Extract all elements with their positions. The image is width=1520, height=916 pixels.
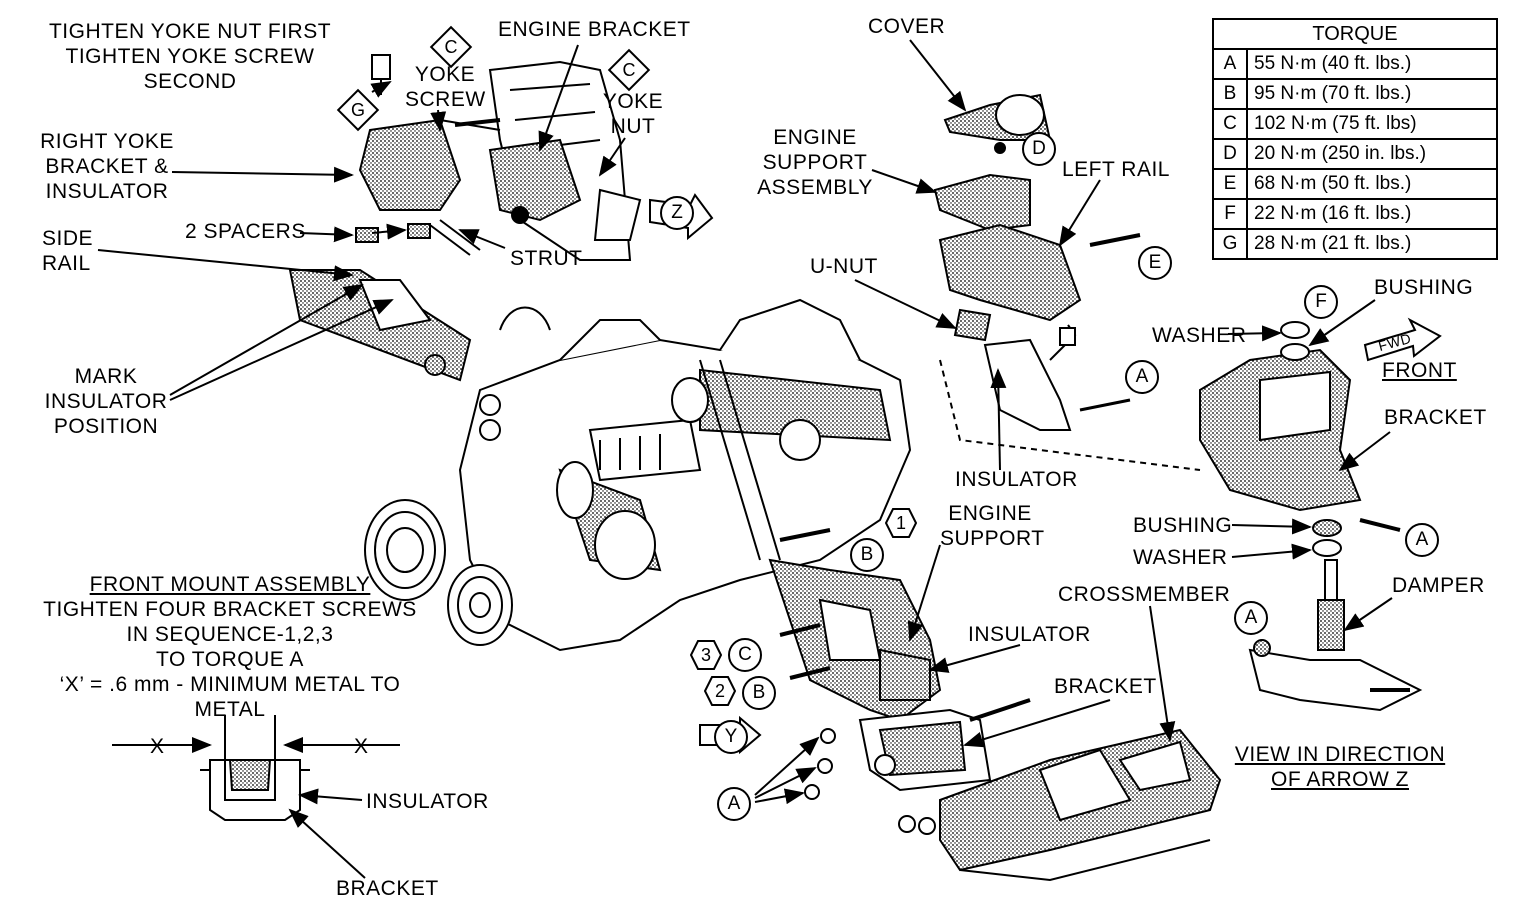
label-strut: STRUT xyxy=(510,247,583,270)
label-yoke-screw-1: YOKE xyxy=(414,63,476,86)
side-rail xyxy=(288,269,472,382)
torque-value: 55 N·m (40 ft. lbs.) xyxy=(1246,48,1498,80)
label-yoke-nut-1: YOKE xyxy=(602,90,664,113)
sequence-marker-3: 3 xyxy=(690,640,722,670)
label-side-rail-1: SIDE xyxy=(42,227,94,250)
torque-table-header: TORQUE xyxy=(1212,18,1498,50)
marker-a-crossmember: A xyxy=(717,787,751,821)
label-washer-top: WASHER xyxy=(1152,324,1247,347)
label-tighten-yoke-2: TIGHTEN YOKE SCREW xyxy=(65,45,315,68)
sequence-marker-2: 2 xyxy=(704,676,736,706)
marker-y: Y xyxy=(714,720,748,754)
label-side-rail-2: RAIL xyxy=(42,252,91,275)
marker-a-left-rail: A xyxy=(1125,360,1159,394)
label-front-mount-body-1: TIGHTEN FOUR BRACKET SCREWS xyxy=(43,598,417,621)
right-bushing-assembly xyxy=(1199,317,1442,712)
label-tighten-yoke-3: SECOND xyxy=(143,70,237,93)
label-left-rail: LEFT RAIL xyxy=(1062,158,1170,181)
label-right-yoke-3: INSULATOR xyxy=(45,180,169,203)
torque-key: C xyxy=(1212,108,1248,140)
label-mark-insulator-3: POSITION xyxy=(53,415,159,438)
label-bushing-top: BUSHING xyxy=(1374,276,1474,299)
marker-z: Z xyxy=(660,196,694,230)
marker-d: D xyxy=(1022,132,1056,166)
label-spacers: 2 SPACERS xyxy=(185,220,306,243)
pulleys xyxy=(364,499,513,646)
label-crossmember: CROSSMEMBER xyxy=(1058,583,1231,606)
torque-key: D xyxy=(1212,138,1248,170)
torque-key: G xyxy=(1212,228,1248,260)
leader-lines xyxy=(97,39,1393,879)
label-u-nut: U-NUT xyxy=(810,255,878,278)
label-yoke-screw-2: SCREW xyxy=(405,88,486,111)
label-bracket-right: BRACKET xyxy=(1384,406,1487,429)
label-front: FRONT xyxy=(1382,359,1457,382)
label-mark-insulator-1: MARK xyxy=(74,365,138,388)
label-bushing-bottom: BUSHING xyxy=(1133,514,1233,537)
torque-key: B xyxy=(1212,78,1248,110)
label-right-yoke-2: BRACKET & xyxy=(45,155,169,178)
label-x-right: X xyxy=(354,735,369,758)
label-engine-support-1: ENGINE xyxy=(948,502,1032,525)
left-rail-assembly xyxy=(933,93,1201,471)
label-engine-support-assembly-3: ASSEMBLY xyxy=(757,176,873,199)
label-washer-bottom: WASHER xyxy=(1133,546,1228,569)
label-insulator-detail: INSULATOR xyxy=(366,790,489,813)
marker-b-upper: B xyxy=(850,538,884,572)
marker-a-bracket-right: A xyxy=(1405,523,1439,557)
torque-value: 28 N·m (21 ft. lbs.) xyxy=(1246,228,1498,260)
label-damper: DAMPER xyxy=(1392,574,1485,597)
torque-value: 20 N·m (250 in. lbs.) xyxy=(1246,138,1498,170)
label-view-direction-1: VIEW IN DIRECTION xyxy=(1234,743,1446,766)
label-insulator-upper: INSULATOR xyxy=(955,468,1078,491)
label-view-direction-2: OF ARROW Z xyxy=(1271,768,1409,791)
label-front-mount-body-5: METAL xyxy=(194,698,266,721)
label-bracket-mid: BRACKET xyxy=(1054,675,1157,698)
engine-block xyxy=(458,298,912,652)
insulator-detail xyxy=(200,715,310,821)
label-engine-bracket: ENGINE BRACKET xyxy=(498,18,691,41)
label-bracket-detail: BRACKET xyxy=(336,877,439,900)
oil-filter xyxy=(556,461,662,580)
label-engine-support-assembly-2: SUPPORT xyxy=(762,151,868,174)
marker-c-lower: C xyxy=(728,638,762,672)
label-yoke-nut-2: NUT xyxy=(610,115,656,138)
marker-f: F xyxy=(1304,285,1338,319)
label-cover: COVER xyxy=(868,15,946,38)
torque-value: 22 N·m (16 ft. lbs.) xyxy=(1246,198,1498,230)
marker-a-damper: A xyxy=(1234,601,1268,635)
label-x-left: X xyxy=(150,735,165,758)
label-engine-support-2: SUPPORT xyxy=(940,527,1045,550)
label-insulator-mid: INSULATOR xyxy=(968,623,1091,646)
torque-key: A xyxy=(1212,48,1248,80)
label-engine-support-assembly-1: ENGINE xyxy=(773,126,857,149)
torque-value: 68 N·m (50 ft. lbs.) xyxy=(1246,168,1498,200)
label-front-mount-body-2: IN SEQUENCE-1,2,3 xyxy=(126,623,334,646)
label-front-mount-body-3: TO TORQUE A xyxy=(156,648,304,671)
label-tighten-yoke-1: TIGHTEN YOKE NUT FIRST xyxy=(48,20,332,43)
torque-key: F xyxy=(1212,198,1248,230)
label-mark-insulator-2: INSULATOR xyxy=(44,390,168,413)
label-front-mount-title: FRONT MOUNT ASSEMBLY xyxy=(89,573,371,596)
torque-value: 95 N·m (70 ft. lbs.) xyxy=(1246,78,1498,110)
torque-value: 102 N·m (75 ft. lbs) xyxy=(1246,108,1498,140)
marker-e: E xyxy=(1138,246,1172,280)
torque-key: E xyxy=(1212,168,1248,200)
yoke-bracket-assembly xyxy=(355,54,642,261)
label-front-mount-body-4: ‘X’ = .6 mm - MINIMUM METAL TO xyxy=(59,673,401,696)
marker-b-lower: B xyxy=(742,676,776,710)
label-right-yoke-1: RIGHT YOKE xyxy=(40,130,174,153)
sequence-marker-1: 1 xyxy=(885,508,917,538)
